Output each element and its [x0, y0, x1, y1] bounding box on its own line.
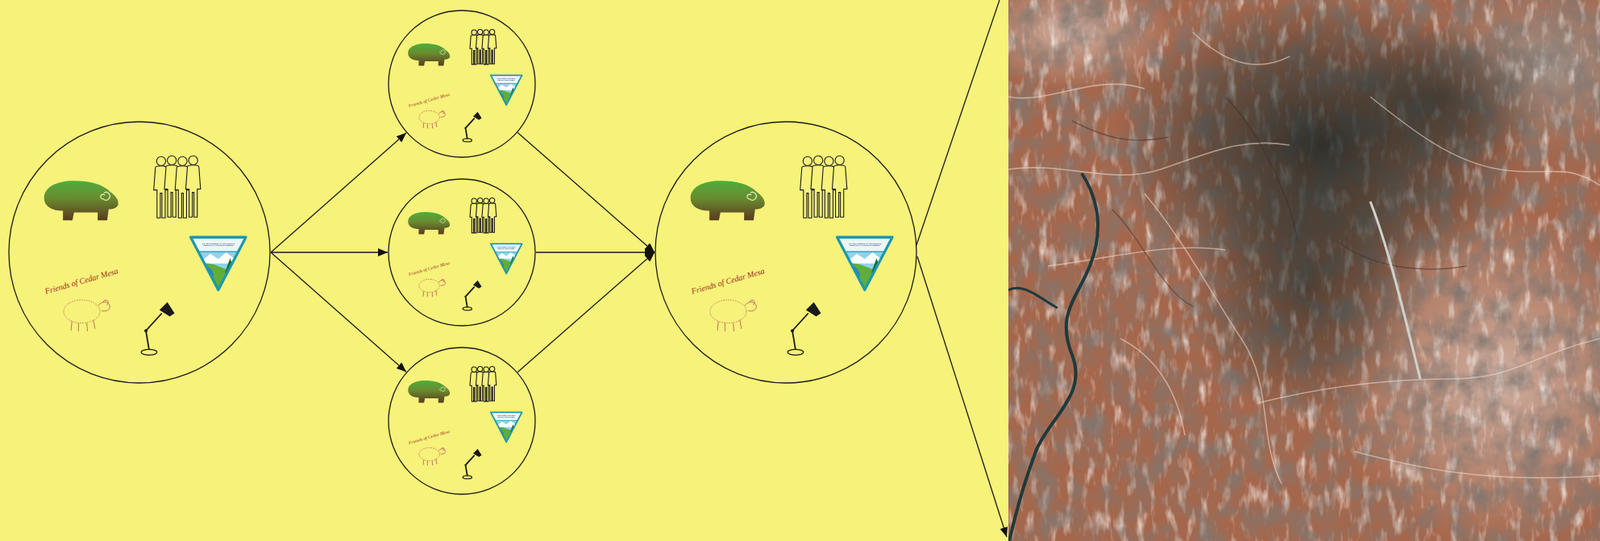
people-icon — [469, 29, 497, 64]
river — [1009, 173, 1098, 541]
badge-text: U.S. DEPARTMENT OF THE INTERIOR BUREAU O… — [495, 246, 518, 250]
logo-text: Friends of Cedar Mesa — [407, 91, 451, 109]
blm-badge — [487, 241, 525, 275]
circle-border — [655, 121, 917, 383]
circle-border — [388, 178, 536, 326]
path-shape — [1112, 209, 1193, 307]
sheep-logo — [419, 110, 445, 129]
path-shape — [1047, 247, 1226, 266]
canyon-network — [1008, 32, 1600, 484]
badge-text: U.S. DEPARTMENT OF THE INTERIOR BUREAU O… — [199, 242, 237, 247]
path-shape — [1072, 120, 1169, 141]
circle-outline — [387, 178, 537, 327]
forested-mesa — [1338, 24, 1548, 170]
badger-icon — [44, 180, 119, 221]
logo-text: Friends of Cedar Mesa — [407, 428, 451, 446]
lamp-icon — [787, 302, 821, 356]
circle-border — [388, 10, 536, 158]
path-shape — [1225, 96, 1298, 242]
sheep-logo — [710, 299, 757, 332]
path-shape — [1120, 338, 1185, 436]
path-shape — [1370, 96, 1600, 186]
badger-icon — [407, 380, 450, 404]
path-shape — [1354, 451, 1600, 478]
lamp-icon — [462, 112, 482, 142]
badger-icon — [407, 43, 450, 67]
satellite-image — [1008, 0, 1600, 541]
stakeholder-circle: Friends of Cedar Mesa U.S. DEPARTMENT OF … — [654, 120, 918, 384]
logo-text: Friends of Cedar Mesa — [44, 266, 120, 297]
g-shape — [270, 132, 655, 373]
lamp-icon — [141, 302, 175, 356]
badger-icon — [407, 211, 450, 235]
lamp-icon — [462, 280, 482, 311]
stakeholder-circle: Friends of Cedar Mesa U.S. DEPARTMENT OF … — [387, 346, 537, 495]
people-icon — [469, 365, 497, 401]
path-shape — [1257, 338, 1600, 404]
path-shape — [1008, 142, 1290, 175]
badge-text: U.S. DEPARTMENT OF THE INTERIOR BUREAU O… — [495, 78, 518, 81]
blm-badge — [831, 232, 898, 292]
zoom-arrow — [917, 256, 1007, 537]
canyon-shadow — [1072, 96, 1468, 307]
lamp-icon — [462, 448, 482, 479]
circle-outline — [387, 346, 537, 495]
people-icon — [153, 155, 201, 218]
flow-arrow — [517, 132, 655, 253]
stakeholder-circle: Friends of Cedar Mesa U.S. DEPARTMENT OF … — [387, 9, 537, 158]
flow-arrow — [270, 251, 388, 253]
flow-arrow — [517, 252, 655, 372]
flow-arrow — [270, 132, 407, 253]
badge-text: U.S. DEPARTMENT OF THE INTERIOR BUREAU O… — [495, 415, 518, 418]
people-icon — [469, 197, 497, 233]
circle-border — [388, 347, 536, 495]
badge-text: U.S. DEPARTMENT OF THE INTERIOR BUREAU O… — [845, 242, 884, 247]
stakeholder-circle: Friends of Cedar Mesa U.S. DEPARTMENT OF … — [8, 120, 271, 384]
river — [1008, 287, 1058, 308]
circle-outline — [8, 120, 271, 384]
dry-wash — [1370, 201, 1421, 379]
path-shape — [1144, 193, 1282, 484]
stakeholder-circle: Friends of Cedar Mesa U.S. DEPARTMENT OF … — [387, 178, 537, 327]
blm-badge — [185, 232, 251, 292]
circle-border — [8, 121, 271, 383]
path-shape — [1008, 83, 1145, 98]
circle-outline — [387, 9, 537, 158]
people-icon — [800, 155, 848, 218]
path-shape — [1192, 32, 1290, 65]
path-shape — [1338, 241, 1468, 270]
blm-badge — [487, 410, 525, 444]
sheep-logo — [419, 447, 445, 466]
blm-badge — [487, 73, 525, 107]
flow-arrow — [536, 251, 655, 253]
badger-icon — [690, 180, 765, 221]
flow-arrow — [270, 252, 407, 372]
zoom-line — [916, 0, 1000, 246]
sheep-logo — [419, 278, 445, 297]
logo-text: Friends of Cedar Mesa — [407, 260, 451, 278]
sheep-logo — [63, 299, 111, 332]
logo-text: Friends of Cedar Mesa — [690, 266, 766, 297]
circle-outline — [654, 120, 918, 384]
forested-mesa — [1184, 161, 1427, 420]
